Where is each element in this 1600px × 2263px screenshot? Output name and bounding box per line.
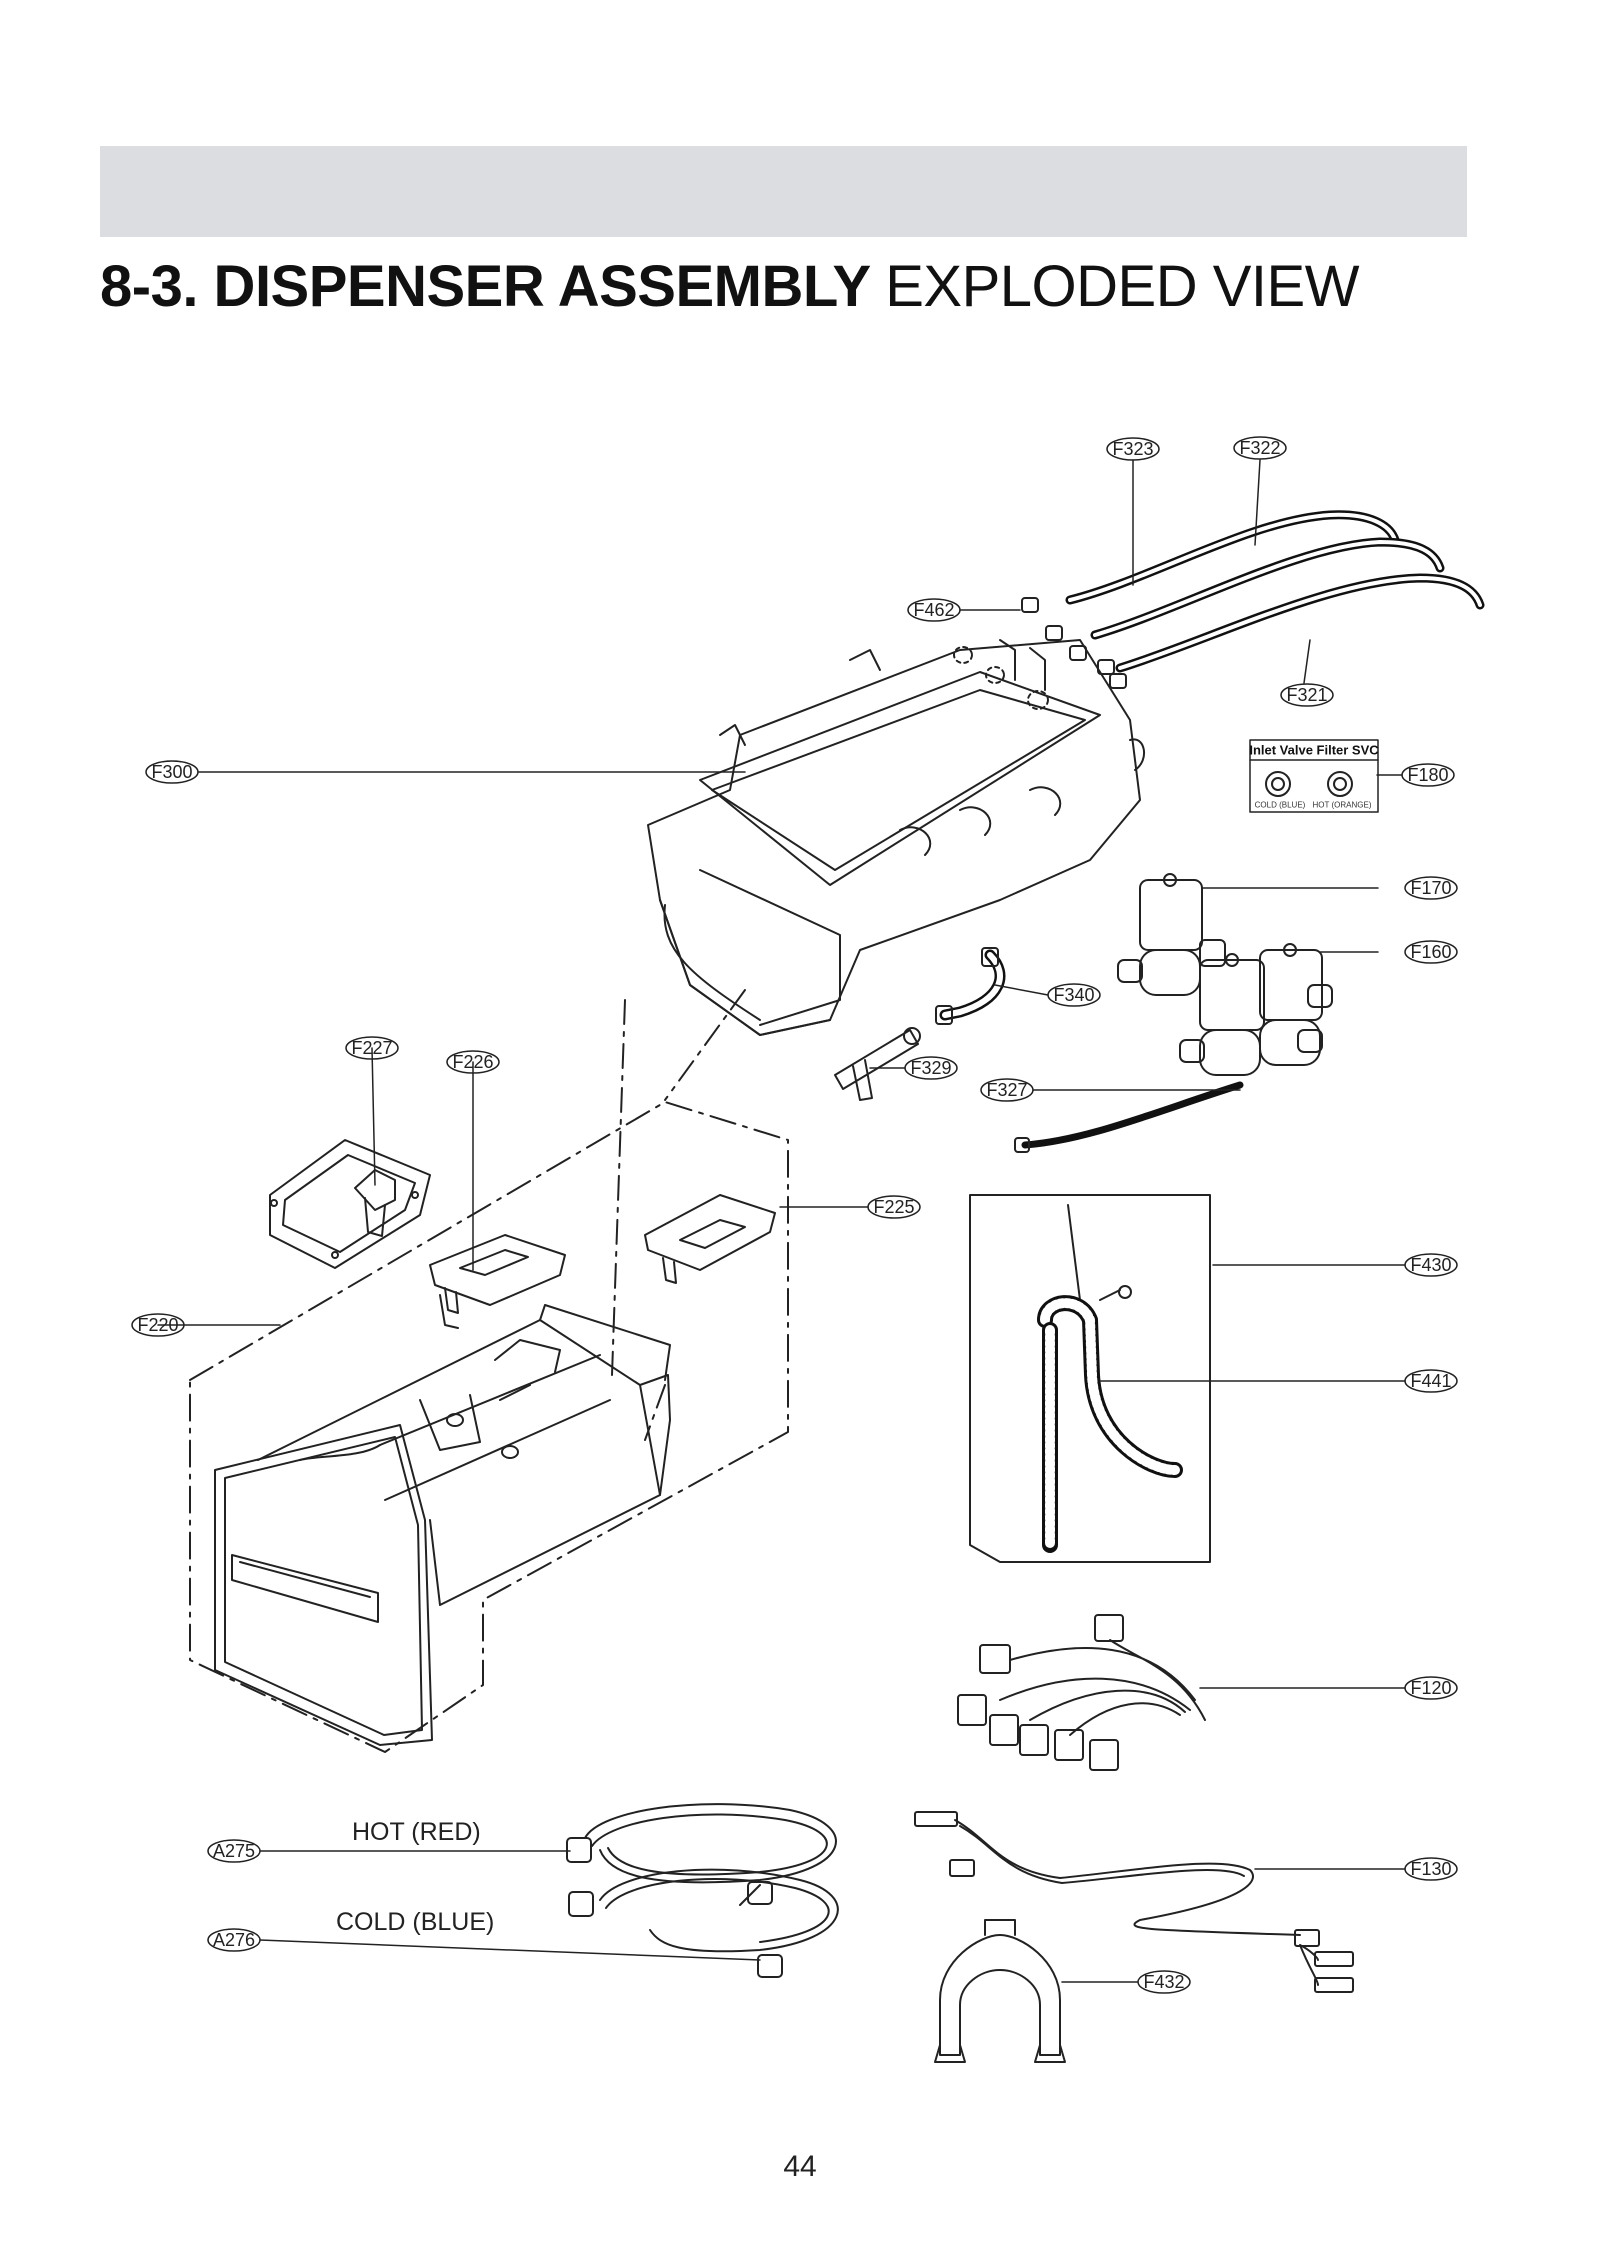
callout-oval-F300 bbox=[145, 760, 199, 784]
callout-oval-F322 bbox=[1233, 436, 1287, 460]
callout-oval-A276 bbox=[207, 1928, 261, 1952]
inlet-filter-cold-label: COLD (BLUE) bbox=[1255, 801, 1306, 810]
callout-F321: F321 bbox=[1286, 685, 1327, 705]
hose-cold-label: COLD (BLUE) bbox=[336, 1908, 494, 1936]
callout-oval-A275 bbox=[207, 1839, 261, 1863]
callout-F170: F170 bbox=[1410, 878, 1451, 898]
callout-oval-F321 bbox=[1280, 683, 1334, 707]
callout-oval-F329 bbox=[904, 1056, 958, 1080]
callout-F430: F430 bbox=[1410, 1255, 1451, 1275]
detergent-drawer bbox=[214, 1304, 671, 1746]
callout-F441: F441 bbox=[1410, 1371, 1451, 1391]
inner-hose-box bbox=[969, 1194, 1211, 1563]
callout-oval-F323 bbox=[1106, 437, 1160, 461]
callout-F322: F322 bbox=[1239, 438, 1280, 458]
callout-A276: A276 bbox=[213, 1930, 255, 1950]
callout-F160: F160 bbox=[1410, 942, 1451, 962]
wiring-harness-b bbox=[914, 1811, 1354, 1993]
callout-F432: F432 bbox=[1143, 1972, 1184, 1992]
title-bold: 8-3. DISPENSER ASSEMBLY bbox=[100, 254, 870, 319]
callout-F340: F340 bbox=[1053, 985, 1094, 1005]
inlet-filter-box bbox=[1249, 739, 1379, 813]
callout-oval-F327 bbox=[980, 1078, 1034, 1102]
callout-ovals bbox=[131, 436, 1458, 1994]
callout-oval-F432 bbox=[1137, 1970, 1191, 1994]
callout-F130: F130 bbox=[1410, 1859, 1451, 1879]
callout-oval-F441 bbox=[1404, 1369, 1458, 1393]
callout-F180: F180 bbox=[1407, 765, 1448, 785]
callout-oval-F220 bbox=[131, 1313, 185, 1337]
liquid-insert bbox=[644, 1194, 776, 1284]
callout-F227: F227 bbox=[351, 1038, 392, 1058]
callout-F226: F226 bbox=[452, 1052, 493, 1072]
assembly-guide-lines bbox=[611, 989, 746, 1441]
callout-F300: F300 bbox=[151, 762, 192, 782]
page-number: 44 bbox=[783, 2150, 817, 2183]
bleach-insert bbox=[429, 1234, 566, 1329]
callout-oval-F226 bbox=[446, 1050, 500, 1074]
callout-F225: F225 bbox=[873, 1197, 914, 1217]
drain-hose bbox=[1014, 1081, 1244, 1153]
tee-connector bbox=[834, 1027, 921, 1101]
callout-F327: F327 bbox=[986, 1080, 1027, 1100]
drawer-dashed-outline bbox=[189, 1101, 789, 1753]
callout-oval-F170 bbox=[1404, 876, 1458, 900]
hose-guide bbox=[934, 1919, 1066, 2063]
callout-oval-F160 bbox=[1404, 940, 1458, 964]
callout-F462: F462 bbox=[913, 600, 954, 620]
callout-F120: F120 bbox=[1410, 1678, 1451, 1698]
callout-F329: F329 bbox=[910, 1058, 951, 1078]
callout-oval-F225 bbox=[867, 1195, 921, 1219]
gasket-hoses bbox=[1065, 510, 1485, 673]
callout-F220: F220 bbox=[137, 1315, 178, 1335]
callout-oval-F180 bbox=[1401, 763, 1455, 787]
inner-hose bbox=[1037, 1204, 1183, 1553]
leader-lines bbox=[157, 459, 1406, 1983]
hose-hot-label: HOT (RED) bbox=[352, 1818, 481, 1846]
title-light: EXPLODED VIEW bbox=[885, 254, 1359, 319]
callout-oval-F340 bbox=[1047, 983, 1101, 1007]
hidden-ports bbox=[953, 646, 1049, 710]
small-hose bbox=[935, 947, 1006, 1025]
wiring-harness-a bbox=[957, 1614, 1206, 1771]
callout-oval-F462 bbox=[907, 598, 961, 622]
callout-oval-F227 bbox=[345, 1036, 399, 1060]
softener-cap bbox=[269, 1139, 431, 1269]
dispenser-housing bbox=[647, 639, 1145, 1036]
callout-oval-F130 bbox=[1404, 1857, 1458, 1881]
inlet-filter-hot-label: HOT (ORANGE) bbox=[1313, 801, 1372, 810]
inlet-valves bbox=[1117, 873, 1333, 1076]
header-bar bbox=[100, 146, 1467, 237]
page-title: 8-3. DISPENSER ASSEMBLY EXPLODED VIEW bbox=[100, 252, 1359, 322]
water-supply-hoses bbox=[566, 1803, 839, 1978]
callout-A275: A275 bbox=[213, 1841, 255, 1861]
inlet-filter-title: Inlet Valve Filter SVC bbox=[1249, 743, 1379, 758]
callout-oval-F120 bbox=[1404, 1676, 1458, 1700]
callout-F323: F323 bbox=[1112, 439, 1153, 459]
callout-oval-F430 bbox=[1404, 1253, 1458, 1277]
